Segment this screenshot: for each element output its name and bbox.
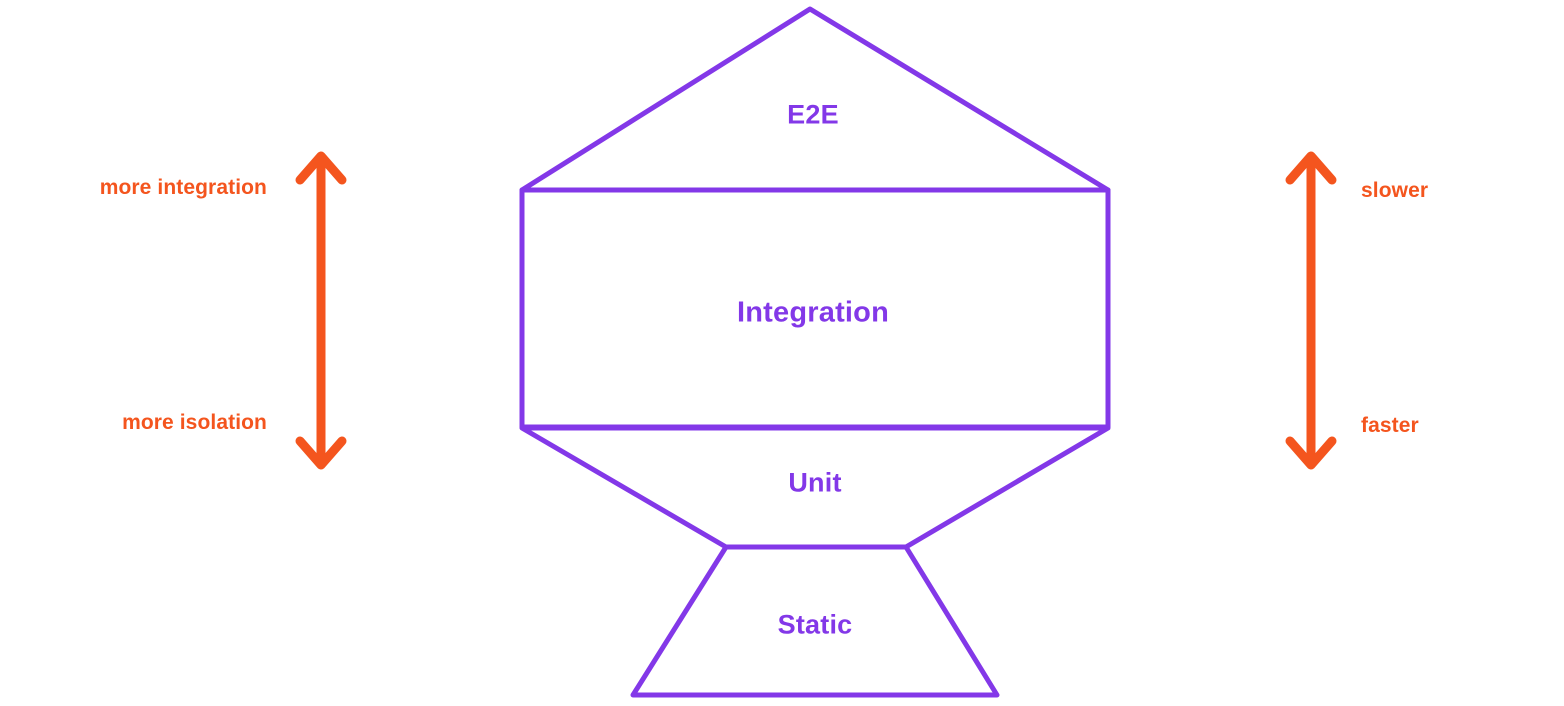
- layer-label-static: Static: [777, 609, 853, 640]
- trophy-shapes: [519, 6, 1111, 698]
- right-axis-bottom-label: faster: [1361, 414, 1419, 437]
- layer-label-unit: Unit: [788, 467, 842, 498]
- left-axis-bottom-label: more isolation: [122, 411, 267, 434]
- left-axis-arrowhead-down: [295, 436, 347, 470]
- right-axis-arrowhead-up: [1285, 151, 1337, 185]
- left-axis-arrowhead-up: [295, 151, 347, 185]
- left-axis-arrow: [295, 151, 347, 470]
- static-trapezoid-shape: [630, 544, 1000, 698]
- right-axis-arrowhead-down: [1285, 436, 1337, 470]
- right-axis-top-label: slower: [1361, 179, 1429, 202]
- layer-label-e2e: E2E: [787, 99, 839, 130]
- layer-label-integration: Integration: [736, 296, 890, 329]
- right-axis-arrow: [1285, 151, 1337, 470]
- left-axis-top-label: more integration: [99, 176, 267, 199]
